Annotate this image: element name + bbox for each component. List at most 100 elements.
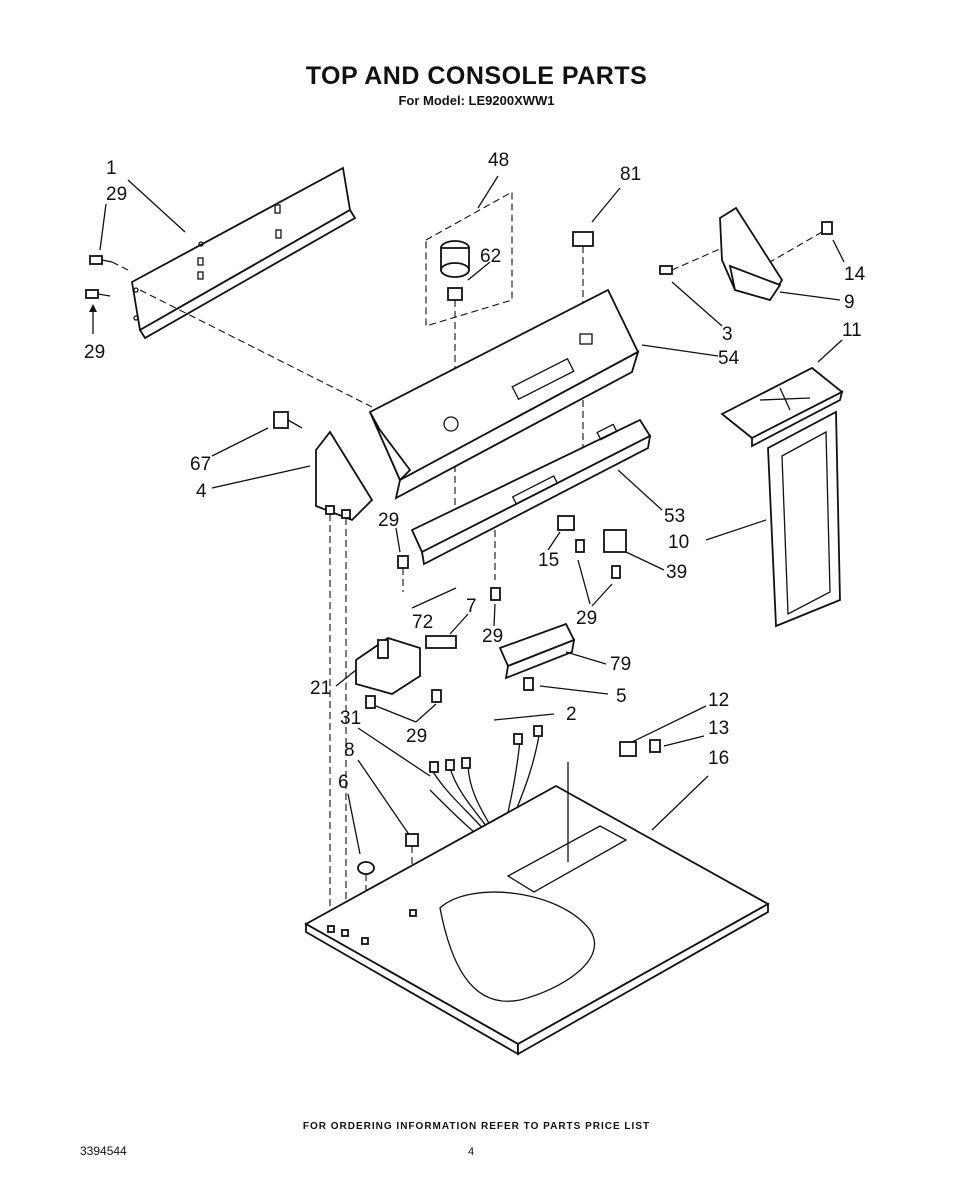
leader-29d [493,603,496,627]
leader-3 [671,281,723,327]
leader-79 [565,651,607,665]
leader-1 [127,179,186,233]
leader-6 [347,793,361,855]
callout-14: 14 [844,264,866,285]
part-12-clip [619,741,637,757]
callout-3: 3 [722,324,733,345]
model-subtitle: For Model: LE9200XWW1 [398,93,555,108]
callout-12: 12 [708,690,729,711]
screw-29-lower-left [85,289,111,299]
screw-29-timer-b [431,689,442,703]
leader-29c [395,527,401,553]
leader-16 [651,775,709,831]
part-4-endcap [315,430,374,522]
dash-3 [671,247,723,271]
leader-9 [779,291,841,301]
leader-29a [99,203,107,251]
leader-21 [335,669,357,687]
screw-29-center [490,587,501,601]
part-31-wire-harness [429,725,543,846]
leader-10 [705,519,767,541]
callout-39: 39 [666,562,687,583]
callout-54: 54 [718,348,740,369]
callout-8: 8 [344,740,355,761]
document-number: 3394544 [80,1144,127,1158]
screw-29-right-b [611,565,621,579]
leader-54 [641,344,719,357]
page-number: 4 [468,1146,475,1158]
leader-29e-b [591,583,613,607]
callout-67: 67 [190,454,211,475]
callout-81: 81 [620,164,641,185]
leader-15 [547,531,561,551]
callout-29-c: 29 [378,510,399,531]
screw-13 [649,739,661,753]
leader-62 [467,261,491,281]
callout-48: 48 [488,150,509,171]
callout-6: 6 [338,772,349,793]
part-81-button [572,231,594,247]
leader-13 [663,735,705,747]
callout-21: 21 [310,678,331,699]
callout-7: 7 [466,596,477,617]
part-53-panel [410,418,652,566]
part-9-hinge [719,206,784,302]
callout-11: 11 [842,320,862,341]
ordering-note: FOR ORDERING INFORMATION REFER TO PARTS … [302,1121,651,1132]
screw-29-timer-a [365,695,376,709]
callout-31: 31 [340,708,361,729]
leader-4 [211,465,311,489]
leader-12 [631,705,707,743]
callout-2: 2 [566,704,577,725]
screw-5 [523,677,534,691]
leader-48 [477,175,499,209]
dash-bracket-console [139,289,379,411]
part-8-clamp [405,833,419,847]
leader-29f-b [415,703,437,723]
part-15-switch [557,515,575,531]
leader-2 [493,713,555,721]
part-1-bracket [131,166,357,340]
callout-29-b: 29 [84,342,105,363]
leader-72 [411,587,457,609]
callout-9: 9 [844,292,855,313]
leader-8 [357,759,411,837]
dash-14 [769,231,823,263]
dash-screw-29a [111,261,133,273]
page-title: TOP AND CONSOLE PARTS [305,62,648,90]
callout-13: 13 [708,718,729,739]
leader-29e-a [577,559,591,605]
part-6-plug [357,861,375,875]
callout-62: 62 [480,246,501,267]
callout-4: 4 [196,481,207,502]
leader-39 [625,551,665,571]
callout-53: 53 [664,506,685,527]
part-21-timer [355,637,421,695]
leader-31 [357,727,431,777]
screw-14 [821,221,833,235]
callout-5: 5 [616,686,627,707]
part-67-connector [273,411,303,429]
callout-79: 79 [610,654,631,675]
callout-1: 1 [106,158,117,179]
callout-72: 72 [412,612,433,633]
leader-7 [449,613,469,635]
arrow-29b [89,304,97,312]
callout-29-f: 29 [406,726,427,747]
callout-15: 15 [538,550,559,571]
part-7-bracket [425,635,457,649]
leader-53 [617,469,663,511]
leader-29f-a [375,705,417,723]
callout-29-d: 29 [482,626,503,647]
part-16-top-panel [304,762,770,1056]
screw-29-upper-left [89,255,113,265]
screw-29-right-a [575,539,585,553]
leader-5 [539,685,609,695]
screw-3 [659,265,673,275]
part-54-console [368,288,640,500]
part-62-knob [440,240,470,301]
knob-group-box-48 [425,191,513,327]
leader-14 [832,239,845,263]
callout-29-e: 29 [576,608,597,629]
